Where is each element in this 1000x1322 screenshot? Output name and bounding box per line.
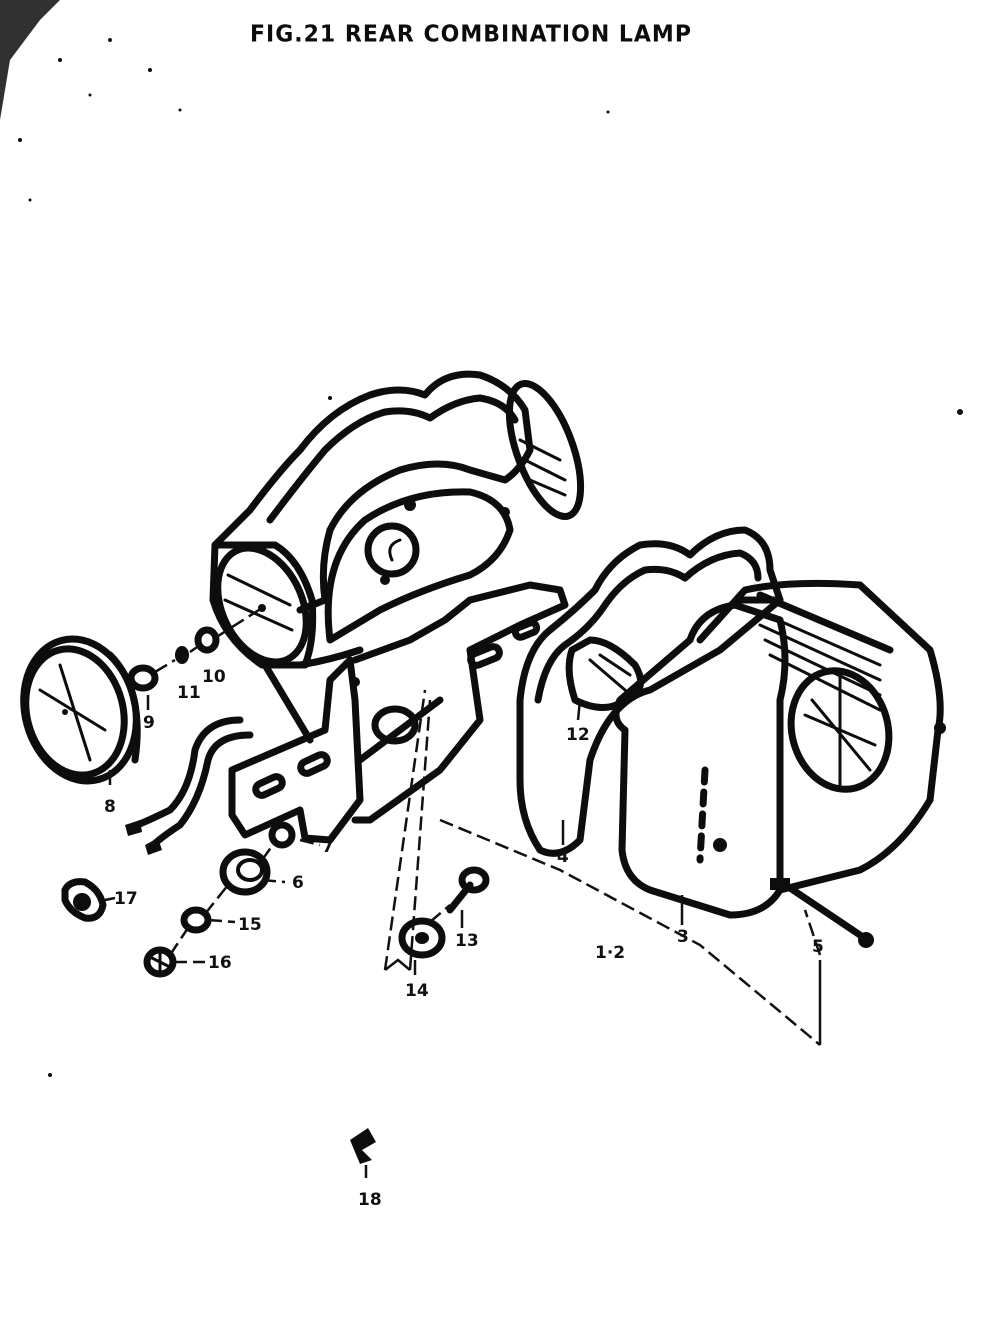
callout-13: 13: [455, 931, 479, 951]
callout-17: 17: [114, 889, 138, 909]
wire-harness: [125, 716, 254, 855]
callout-1-2: 1·2: [595, 943, 625, 963]
side-lens: [20, 635, 141, 785]
figure-title: FIG.21 REAR COMBINATION LAMP: [250, 21, 692, 48]
main-lens: [612, 579, 946, 919]
callout-6: 6: [292, 873, 304, 893]
callout-labels: 1·2 3 4 5 6 7 8 9 10 11 12 13 14 15 16 1…: [104, 667, 824, 1210]
screw: [786, 884, 874, 948]
small-hardware-left: [127, 606, 263, 692]
callout-18: 18: [358, 1190, 382, 1210]
bolt-and-washer: [398, 866, 490, 959]
callout-5: 5: [812, 937, 824, 957]
clip: [350, 1128, 376, 1178]
scan-noise: [0, 0, 963, 1077]
housing-bracket: [209, 370, 585, 669]
mounting-bracket: [228, 581, 569, 844]
bulb: [565, 636, 645, 711]
callout-8: 8: [104, 797, 116, 817]
hardware-bottom-left: [61, 821, 296, 978]
callout-12: 12: [566, 725, 590, 745]
callout-11: 11: [177, 683, 201, 703]
callout-16: 16: [208, 953, 232, 973]
leader-lines: [104, 689, 822, 1046]
gasket: [516, 526, 784, 857]
callout-14: 14: [405, 981, 429, 1001]
callout-10: 10: [202, 667, 226, 687]
callout-15: 15: [238, 915, 262, 935]
callout-3: 3: [677, 927, 689, 947]
callout-4: 4: [557, 847, 569, 867]
callout-7: 7: [322, 837, 334, 857]
callout-9: 9: [143, 713, 155, 733]
